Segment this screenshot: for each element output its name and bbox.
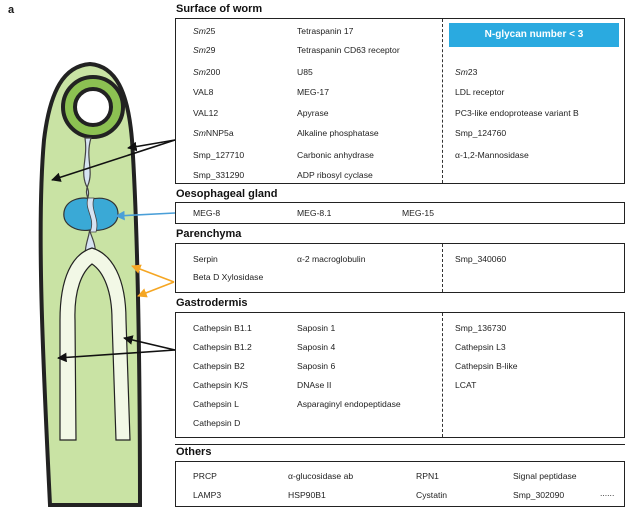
gastrodermis-item: Smp_136730 xyxy=(455,323,507,333)
others-item: α-glucosidase ab xyxy=(288,471,354,481)
surface-item: PC3-like endoprotease variant B xyxy=(455,108,579,118)
gastrodermis-item: Saposin 1 xyxy=(297,323,336,333)
surface-item: Sm23 xyxy=(455,67,478,77)
section-title-surface: Surface of worm xyxy=(176,3,263,15)
gastrodermis-item: Cathepsin D xyxy=(193,418,241,428)
others-item: LAMP3 xyxy=(193,490,222,500)
surface-item: Apyrase xyxy=(297,108,329,118)
parenchyma-item: α-2 macroglobulin xyxy=(297,254,366,264)
parenchyma-item: Beta D Xylosidase xyxy=(193,272,264,282)
gastrodermis-item: Cathepsin B1.2 xyxy=(193,342,252,352)
arrow-surface-2 xyxy=(51,139,176,182)
arrow-oesophageal xyxy=(115,210,176,221)
gastrodermis-box xyxy=(175,312,625,438)
others-item: HSP90B1 xyxy=(288,490,326,500)
surface-item: Tetraspanin 17 xyxy=(297,26,354,36)
oesophageal-box xyxy=(175,202,625,224)
arrow-parenchyma-1 xyxy=(131,264,175,283)
surface-item: MEG-17 xyxy=(297,87,329,97)
oesophageal-item: MEG-15 xyxy=(402,208,434,218)
others-box xyxy=(175,461,625,507)
gastrodermis-item: Cathepsin L xyxy=(193,399,239,409)
oesophageal-item: MEG-8 xyxy=(193,208,221,218)
surface-item: Smp_331290 xyxy=(193,170,245,180)
surface-item: Smp_124760 xyxy=(455,128,507,138)
gastrodermis-item: LCAT xyxy=(455,380,477,390)
surface-item: Smp_127710 xyxy=(193,150,245,160)
parenchyma-item: Smp_340060 xyxy=(455,254,507,264)
panel-label: a xyxy=(8,4,15,16)
gastrodermis-divider xyxy=(442,313,443,437)
section-title-others: Others xyxy=(176,446,212,458)
surface-item: Sm29 xyxy=(193,45,216,55)
section-title-oesophageal: Oesophageal gland xyxy=(176,188,278,200)
surface-item: U85 xyxy=(297,67,313,77)
surface-divider xyxy=(442,19,443,183)
surface-item: Carbonic anhydrase xyxy=(297,150,374,160)
surface-item: LDL receptor xyxy=(455,87,505,97)
surface-item: SmNNP5a xyxy=(193,128,234,138)
parenchyma-item: Serpin xyxy=(193,254,218,264)
arrow-parenchyma-2 xyxy=(137,281,175,298)
section-title-gastrodermis: Gastrodermis xyxy=(176,297,248,309)
oesophagus-lumen-over-gland xyxy=(86,197,98,233)
gastrodermis-item: Cathepsin B-like xyxy=(455,361,518,371)
parenchyma-box xyxy=(175,243,625,293)
separator-line xyxy=(175,444,625,445)
arrow-gastrodermis-1 xyxy=(123,335,176,351)
gastrodermis-item: Saposin 4 xyxy=(297,342,336,352)
oesophageal-item: MEG-8.1 xyxy=(297,208,332,218)
gut xyxy=(59,247,131,441)
others-item: Cystatin xyxy=(416,490,448,500)
others-item: PRCP xyxy=(193,471,217,481)
others-item: Smp_302090 xyxy=(513,490,565,500)
others-ellipsis: ...... xyxy=(600,488,615,498)
n-glycan-badge: N-glycan number < 3 xyxy=(449,23,619,47)
gastrodermis-item: Cathepsin K/S xyxy=(193,380,248,390)
gastrodermis-item: Cathepsin B2 xyxy=(193,361,245,371)
surface-item: α-1,2-Mannosidase xyxy=(455,150,529,160)
section-title-parenchyma: Parenchyma xyxy=(176,228,242,240)
gastrodermis-item: Cathepsin L3 xyxy=(455,342,506,352)
arrow-surface-1 xyxy=(127,139,176,152)
arrow-gastrodermis-2 xyxy=(57,349,176,363)
gastrodermis-item: Asparaginyl endopeptidase xyxy=(297,399,401,409)
surface-item: VAL12 xyxy=(193,108,219,118)
others-item: RPN1 xyxy=(416,471,439,481)
surface-item: ADP ribosyl cyclase xyxy=(297,170,373,180)
surface-item: Alkaline phosphatase xyxy=(297,128,379,138)
surface-item: VAL8 xyxy=(193,87,214,97)
gastrodermis-item: Saposin 6 xyxy=(297,361,336,371)
gastrodermis-item: DNAse II xyxy=(297,380,332,390)
oral-opening xyxy=(73,87,113,127)
parenchyma-divider xyxy=(442,244,443,292)
others-item: Signal peptidase xyxy=(513,471,577,481)
surface-item: Sm200 xyxy=(193,67,221,77)
gastrodermis-item: Cathepsin B1.1 xyxy=(193,323,252,333)
surface-item: Tetraspanin CD63 receptor xyxy=(297,45,400,55)
surface-item: Sm25 xyxy=(193,26,216,36)
